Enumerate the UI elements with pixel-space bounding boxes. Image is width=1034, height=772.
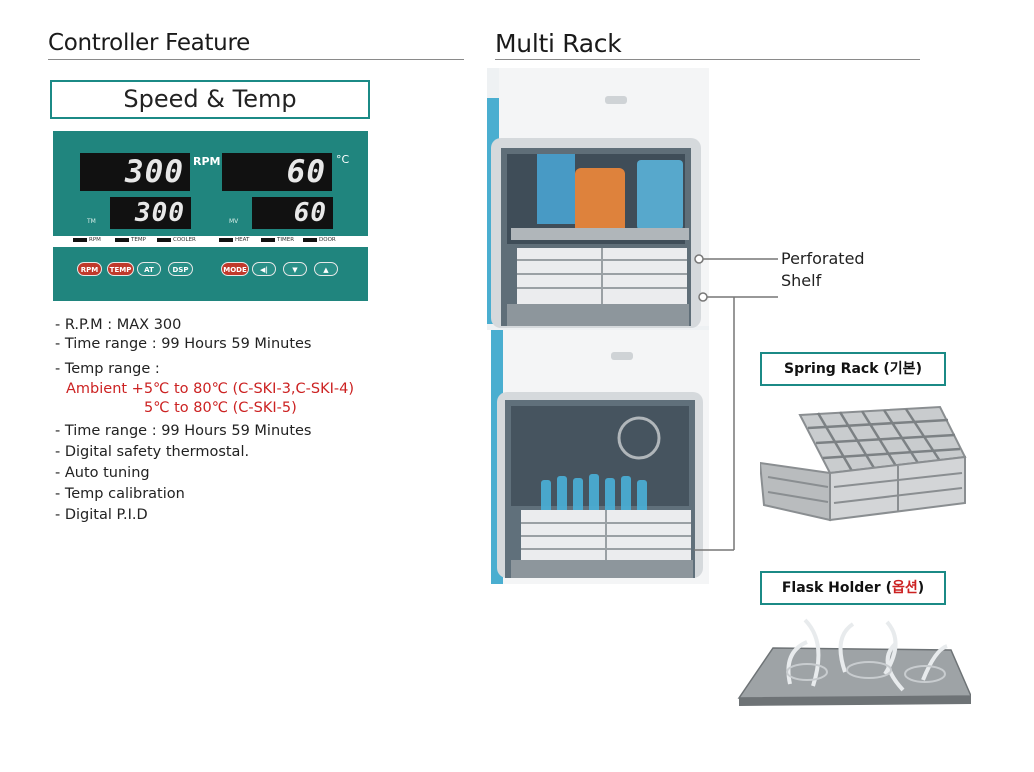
rpm-unit: RPM <box>193 155 221 168</box>
controller-panel: 300 RPM 60 °C TM 300 MV 60 RPM TEMP COOL… <box>53 131 368 301</box>
callout-lines <box>694 254 778 551</box>
temp-unit: °C <box>336 153 350 166</box>
at-button[interactable]: AT <box>137 262 161 276</box>
spec-temp-range: - Temp range : <box>55 361 160 377</box>
spring-rack-image <box>760 405 967 522</box>
spec-time-range-2: - Time range : 99 Hours 59 Minutes <box>55 423 312 439</box>
down-arrow-button[interactable]: ▼ <box>283 262 307 276</box>
indicator-rpm: RPM <box>73 237 101 243</box>
up-arrow-button[interactable]: ▲ <box>314 262 338 276</box>
tm-label: TM <box>87 218 96 225</box>
left-arrow-button[interactable]: ◀| <box>252 262 276 276</box>
spec-auto-tuning: - Auto tuning <box>55 465 150 481</box>
indicator-timer: TIMER <box>261 237 294 243</box>
incubator-image-top <box>487 68 709 330</box>
spec-rpm: - R.P.M : MAX 300 <box>55 317 182 333</box>
indicator-strip: RPM TEMP COOLER HEAT TIMER DOOR <box>53 236 368 247</box>
spec-digital-pid: - Digital P.I.D <box>55 507 148 523</box>
tm-display: 300 <box>110 197 191 229</box>
indicator-door: DOOR <box>303 237 336 243</box>
spec-temp-line-1: Ambient +5℃ to 80℃ (C-SKI-3,C-SKI-4) <box>66 381 354 397</box>
mv-display: 60 <box>252 197 333 229</box>
spec-thermostat: - Digital safety thermostal. <box>55 444 250 460</box>
rpm-button[interactable]: RPM <box>77 262 102 276</box>
rpm-display: 300 <box>80 153 190 191</box>
title-divider-right <box>495 59 920 60</box>
mode-button[interactable]: MODE <box>221 262 249 276</box>
title-divider-left <box>48 59 464 60</box>
indicator-temp: TEMP <box>115 237 146 243</box>
spec-time-range-1: - Time range : 99 Hours 59 Minutes <box>55 336 312 352</box>
incubator-image-bottom <box>491 330 709 584</box>
spec-temp-calibration: - Temp calibration <box>55 486 185 502</box>
flask-holder-image <box>737 618 971 706</box>
perforated-shelf-label: Perforated Shelf <box>781 249 865 290</box>
controller-feature-title: Controller Feature <box>48 30 250 56</box>
spec-temp-line-2: 5℃ to 80℃ (C-SKI-5) <box>144 400 297 416</box>
speed-temp-box: Speed & Temp <box>50 80 370 119</box>
indicator-heat: HEAT <box>219 237 249 243</box>
temp-button[interactable]: TEMP <box>107 262 134 276</box>
mv-label: MV <box>229 218 239 225</box>
spring-rack-label: Spring Rack (기본) <box>760 352 946 386</box>
temp-display: 60 <box>222 153 332 191</box>
multi-rack-title: Multi Rack <box>495 29 622 58</box>
flask-holder-label: Flask Holder (옵션) <box>760 571 946 605</box>
indicator-cooler: COOLER <box>157 237 196 243</box>
dsp-button[interactable]: DSP <box>168 262 193 276</box>
